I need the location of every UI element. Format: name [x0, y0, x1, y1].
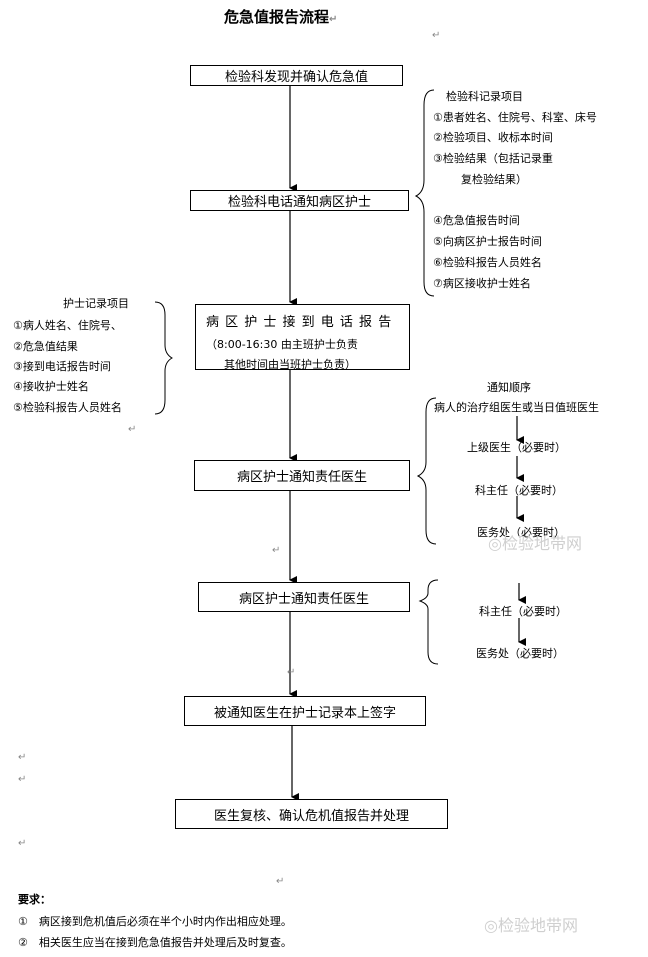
- paragraph-mark: ↵: [18, 752, 27, 763]
- notify-order-item-4: 医务处（必要时）: [477, 526, 565, 539]
- watermark: ◎检验地带网: [488, 534, 582, 553]
- notify-order-item-2: 上级医生（必要时）: [467, 441, 566, 454]
- paragraph-mark: ↵: [276, 876, 285, 887]
- page-title: 危急值报告流程↵: [224, 8, 338, 26]
- lab-record-heading: 检验科记录项目: [446, 90, 523, 103]
- nurse-record-item-4: ④接收护士姓名: [13, 380, 89, 393]
- flow-box-nurse-receive: 病 区 护 士 接 到 电 话 报 告 （8:00-16:30 由主班护士负责 …: [195, 304, 410, 371]
- lab-record-item-4: ④危急值报告时间: [433, 214, 520, 227]
- brace-nurse-record: [154, 301, 174, 415]
- notify-order-item-1: 病人的治疗组医生或当日值班医生: [434, 401, 599, 414]
- lab-record-item-2: ②检验项目、收标本时间: [433, 131, 553, 144]
- paragraph-mark: ↵: [287, 667, 296, 678]
- lab-record-item-7: ⑦病区接收护士姓名: [433, 277, 531, 290]
- wechat-icon: ◎: [484, 916, 498, 935]
- brace-notify-order-2: [418, 579, 439, 665]
- flow-box-notify-doctor-2: 病区护士通知责任医生: [198, 582, 410, 612]
- brace-notify-order: [416, 397, 437, 545]
- notify-order2-item-2: 医务处（必要时）: [476, 647, 564, 660]
- requirements-heading: 要求：: [18, 893, 51, 906]
- nurse-record-item-5: ⑤检验科报告人员姓名: [13, 401, 122, 414]
- requirement-item-1: ① 病区接到危机值后必须在半个小时内作出相应处理。: [18, 915, 292, 928]
- brace-lab-record: [414, 89, 435, 297]
- paragraph-mark: ↵: [432, 30, 441, 41]
- notify-order-heading: 通知顺序: [487, 381, 531, 394]
- nurse-receive-sub-1: （8:00-16:30 由主班护士负责: [206, 338, 358, 351]
- flow-box-lab-confirm: 检验科发现并确认危急值: [190, 65, 403, 86]
- paragraph-mark-nurse: ↵: [128, 424, 137, 435]
- lab-record-item-5: ⑤向病区护士报告时间: [433, 235, 542, 248]
- paragraph-mark: ↵: [18, 774, 27, 785]
- wechat-icon: ◎: [488, 534, 502, 553]
- watermark-bottom: ◎检验地带网: [484, 916, 578, 935]
- paragraph-mark: ↵: [18, 838, 27, 849]
- nurse-record-item-3: ③接到电话报告时间: [13, 360, 111, 373]
- lab-record-item-3: ③检验结果（包括记录重: [433, 152, 553, 165]
- nurse-record-item-2: ②危急值结果: [13, 340, 78, 353]
- flow-box-doctor-review: 医生复核、确认危机值报告并处理: [175, 799, 448, 829]
- nurse-record-item-1: ①病人姓名、住院号、: [13, 319, 122, 332]
- flow-box-doctor-sign: 被通知医生在护士记录本上签字: [184, 696, 426, 726]
- nurse-receive-label: 病 区 护 士 接 到 电 话 报 告: [206, 315, 393, 330]
- notify-order-item-3: 科主任（必要时）: [475, 484, 563, 497]
- nurse-receive-sub-2: 其他时间由当班护士负责）: [224, 358, 356, 371]
- nurse-record-heading: 护士记录项目: [63, 297, 129, 310]
- requirement-item-2: ② 相关医生应当在接到危急值报告并处理后及时复查。: [18, 936, 292, 949]
- flow-box-lab-call: 检验科电话通知病区护士: [190, 190, 409, 211]
- lab-record-item-3b: 复检验结果）: [461, 173, 527, 186]
- notify-order2-item-1: 科主任（必要时）: [479, 605, 567, 618]
- lab-record-item-6: ⑥检验科报告人员姓名: [433, 256, 542, 269]
- lab-record-item-1: ①患者姓名、住院号、科室、床号: [433, 111, 597, 124]
- paragraph-mark: ↵: [272, 545, 281, 556]
- flow-box-notify-doctor: 病区护士通知责任医生: [194, 460, 410, 491]
